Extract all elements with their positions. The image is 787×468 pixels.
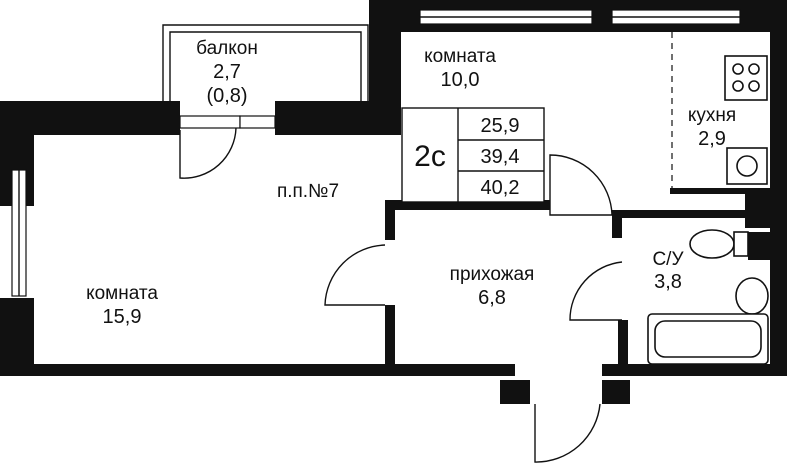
hallway-area: 6,8 (478, 287, 506, 309)
balcony-outline (162, 24, 369, 104)
total-area-with-balcony: 40,2 (481, 177, 520, 199)
room-top-name: комната (424, 46, 496, 67)
living-area: 25,9 (481, 115, 520, 137)
hallway-name: прихожая (450, 264, 535, 285)
room-top-area: 10,0 (441, 69, 480, 91)
doors (179, 127, 623, 463)
total-area: 39,4 (481, 146, 520, 168)
bathroom-area: 3,8 (654, 271, 682, 293)
apartment-info-box: 2с 25,9 39,4 40,2 (401, 107, 545, 203)
room-left-area: 15,9 (103, 306, 142, 328)
fixtures (647, 55, 770, 365)
bathroom-name: С/У (652, 249, 684, 270)
balcony-area-coef: (0,8) (206, 85, 247, 107)
kitchen-name: кухня (688, 105, 736, 126)
stove-icon (724, 55, 768, 101)
washbasin-icon (735, 277, 769, 315)
kitchen-area: 2,9 (698, 128, 726, 150)
balcony-name: балкон (196, 38, 258, 59)
apartment-number: п.п.№7 (277, 181, 339, 202)
apartment-type: 2с (414, 140, 446, 173)
windows (11, 9, 741, 297)
balcony-area: 2,7 (213, 61, 241, 83)
room-labels: балкон 2,7 (0,8) комната 10,0 кухня 2,9 … (86, 38, 736, 328)
room-left-name: комната (86, 283, 158, 304)
toilet-icon (689, 229, 735, 259)
